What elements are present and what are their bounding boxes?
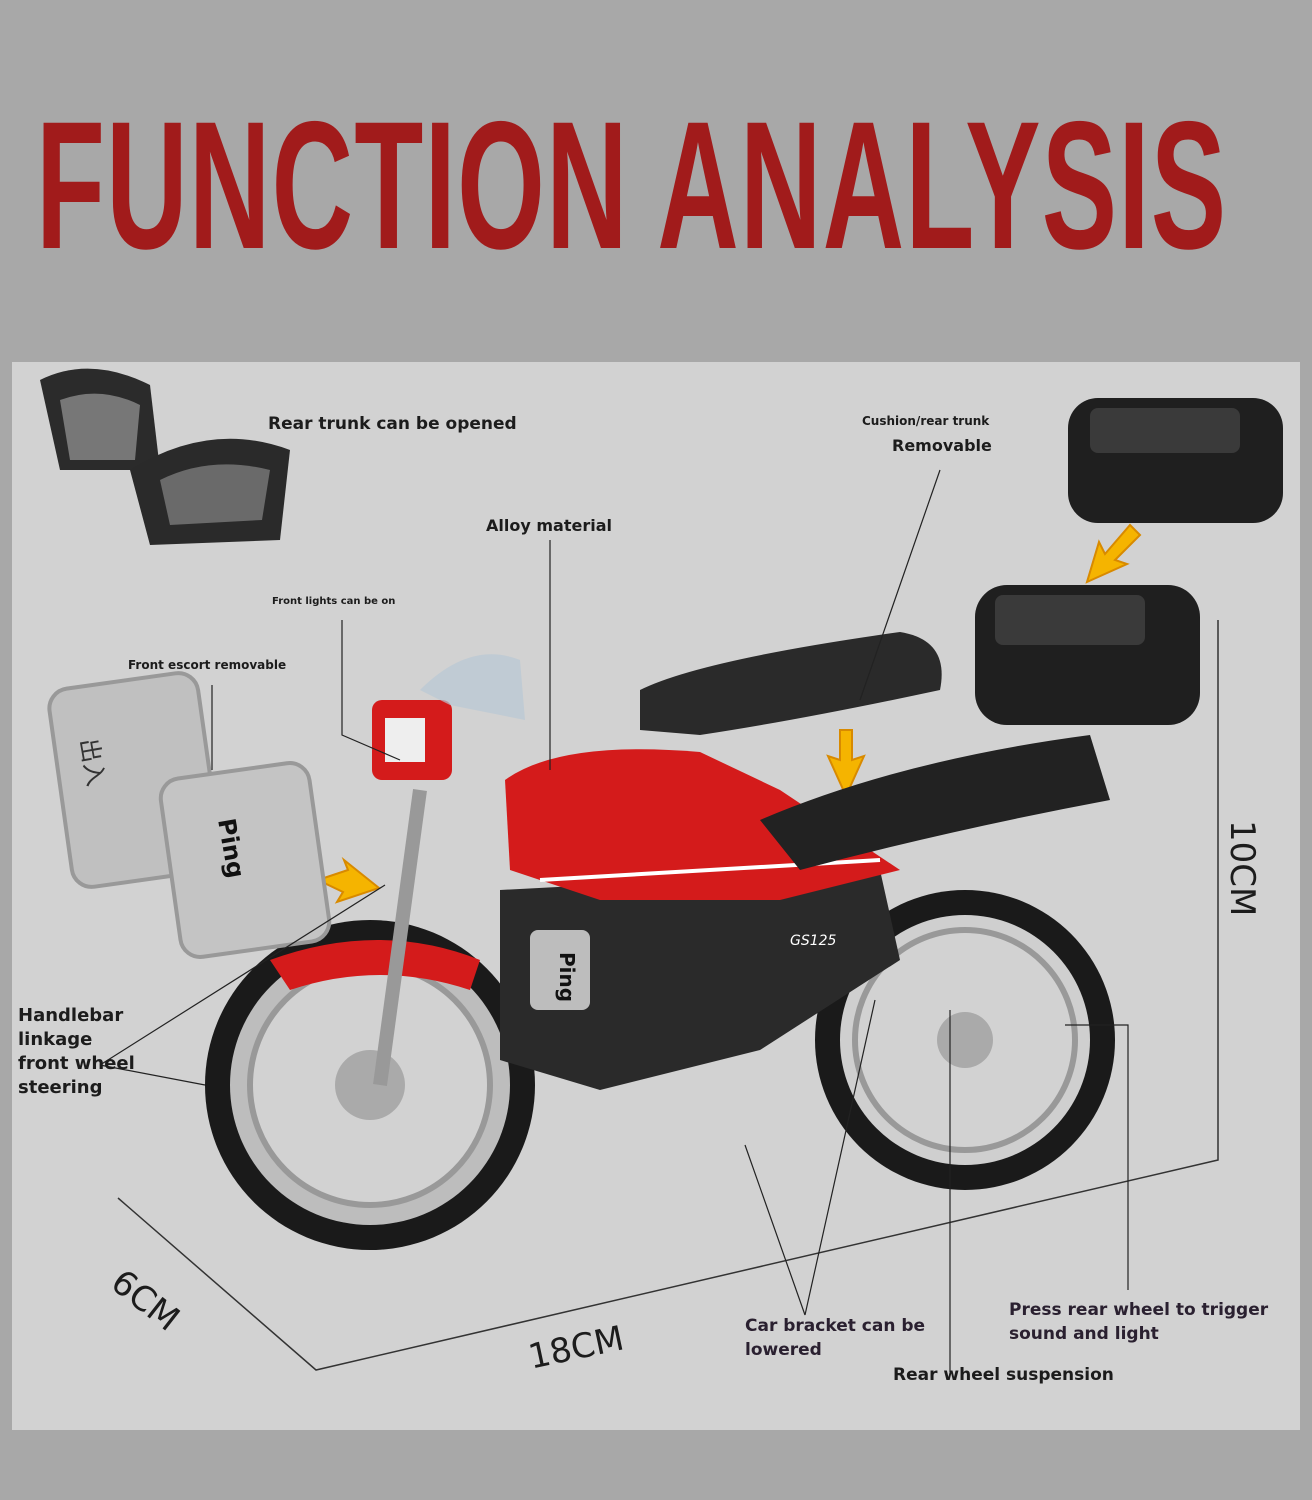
front-wheel [205,920,535,1250]
opened-trunk-image [40,368,290,545]
callout-press-rear: Press rear wheel to trigger sound and li… [1009,1300,1269,1344]
callout-removable: Removable [892,436,992,455]
callout-leaders [99,469,1129,1372]
dimension-lines [117,620,1219,1371]
mounted-trunk [975,585,1200,725]
motorcycle-body: GS125 Ping [270,654,1110,1090]
callout-front-lights: Front lights can be on [272,596,396,607]
model-badge: GS125 [790,933,837,949]
callout-handlebar: Handlebar linkage front wheel steering [18,1005,135,1098]
callout-bracket: Car bracket can be lowered [745,1316,926,1360]
front-escort-image: Ping 出入 [47,671,332,959]
callout-suspension: Rear wheel suspension [893,1365,1114,1385]
callout-rear-trunk-opened: Rear trunk can be opened [268,414,517,434]
removable-trunk-image [1068,398,1283,523]
seat-image [640,632,942,735]
dimension-height: 10CM [1222,820,1262,917]
callout-alloy: Alloy material [486,516,612,535]
escort-plate-text: Ping [555,952,579,1002]
callout-front-escort: Front escort removable [128,658,287,672]
callout-cushion-trunk: Cushion/rear trunk [862,414,990,428]
arrow-icons [315,523,1142,904]
